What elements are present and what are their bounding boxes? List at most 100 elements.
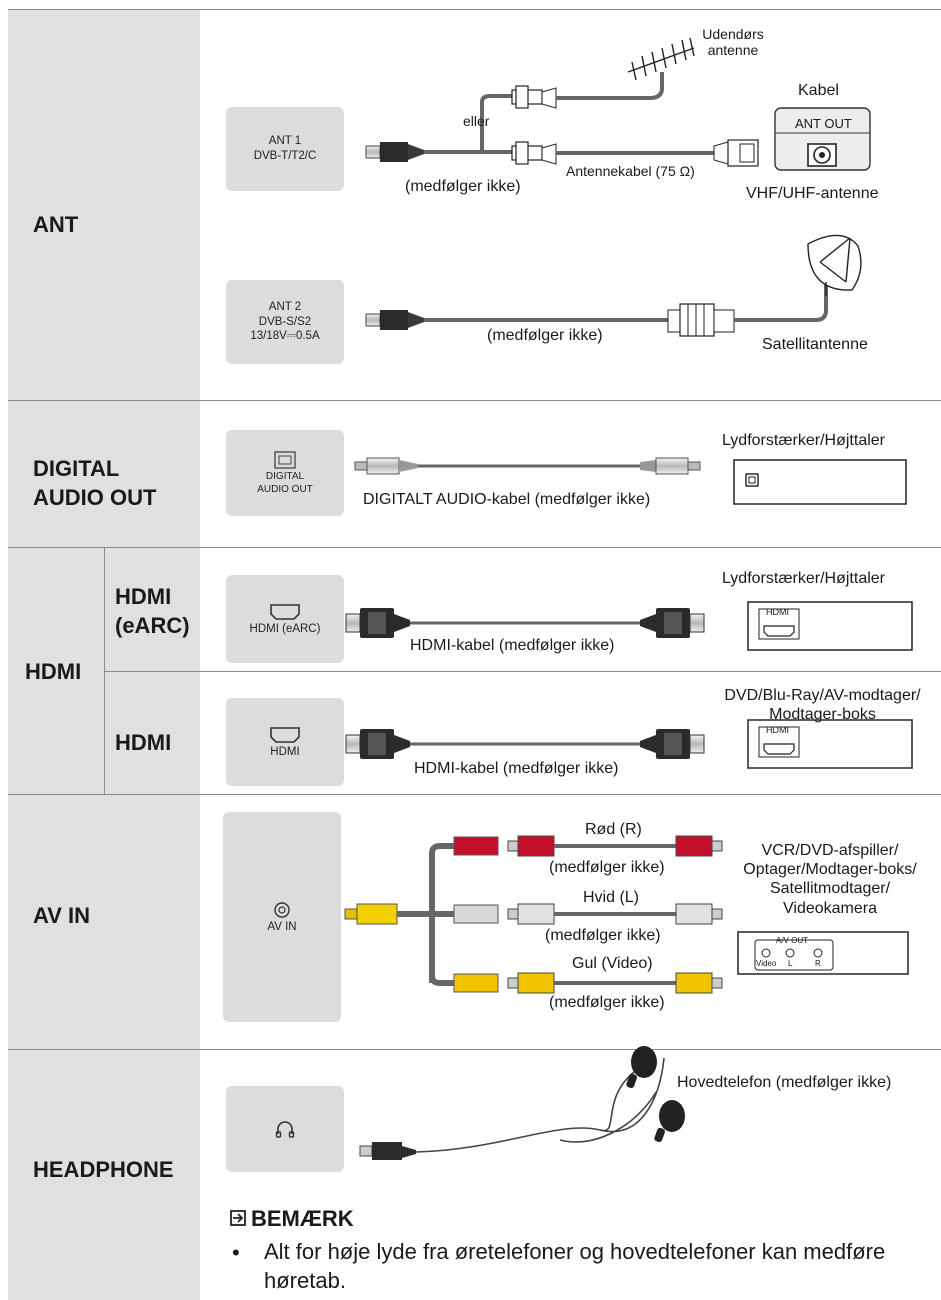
divider [8,400,941,401]
optical-cable [354,457,701,475]
divider [8,9,941,10]
port-line: 13/18V⎓0.5A [250,330,320,343]
section-digital-audio-label: DIGITAL AUDIO OUT [33,455,156,512]
label-line: AUDIO OUT [33,484,157,510]
left-jack-label: L [788,959,793,968]
ant2-cable [365,284,828,337]
outdoor-antenna-label: Udendørs antenne [688,26,778,58]
ant-out-label: ANT OUT [795,116,852,131]
label-line: antenne [707,42,759,59]
device-label: DVD/Blu-Ray/AV-modtager/ Modtager-boks [704,686,941,724]
cable-label: DIGITALT AUDIO-kabel (medfølger ikke) [363,491,651,508]
headphone-cable [359,1057,665,1160]
amplifier-device [733,459,907,505]
label-line: Videokamera [783,899,877,917]
device-port-label: HDMI [766,607,789,617]
device-port-label: HDMI [766,725,789,735]
hdmi-port-icon [270,726,300,743]
divider [104,547,105,794]
label-line: Optager/Modtager-boks/ [743,861,917,879]
cable-wall-plate [774,107,871,171]
divider [8,547,941,548]
not-included-label: (medfølger ikke) [405,178,521,195]
section-headphone-label: HEADPHONE [33,1157,174,1182]
ant2-port-box: ANT 2 DVB-S/S2 13/18V⎓0.5A [226,280,344,364]
ant1-port-box: ANT 1 DVB-T/T2/C [226,107,344,191]
note-bullet: • [232,1240,240,1265]
port-line: AV IN [267,920,297,933]
hdmi-earc-device [747,601,913,651]
av-splitter-cable [344,836,499,993]
rca-yellow-cable [507,972,723,994]
port-line: HDMI (eARC) [249,622,321,635]
device-label: Lydforstærker/Højttaler [722,570,885,587]
label-line: Udendørs [702,26,764,42]
port-line: AUDIO OUT [257,484,313,495]
divider [104,671,941,672]
hdmi-cable [345,729,705,759]
av-in-port-box: AV IN [223,812,341,1022]
label-line: Modtager-boks [769,706,876,724]
hdmi-earc-cable [345,608,705,638]
label-line: Satellitmodtager/ [769,880,891,898]
port-line: ANT 1 [268,135,302,148]
label-line: DVD/Blu-Ray/AV-modtager/ [724,687,921,704]
hdmi-earc-port-box: HDMI (eARC) [226,575,344,663]
not-included-label: (medfølger ikke) [487,327,603,344]
optical-port-icon [274,451,296,469]
satellite-dish-icon [807,234,862,296]
hdmi-device [747,719,913,769]
label-line: VCR/DVD-afspiller/ [761,842,899,859]
not-included-label: (medfølger ikke) [545,927,661,944]
video-jack-label: Video [756,959,777,968]
rca-white-cable [507,903,723,925]
note-icon [230,1210,246,1226]
section-ant-label: ANT [33,212,79,237]
port-line: DIGITAL [265,471,305,482]
hdmi-port-box: HDMI [226,698,344,786]
device-label: VCR/DVD-afspiller/ Optager/Modtager-boks… [722,841,938,918]
section-hdmi-earc-label: HDMI (eARC) [115,583,190,640]
red-cable-label: Rød (R) [585,821,642,838]
cable-label: Kabel [798,82,839,99]
headphone-label: Hovedtelefon (medfølger ikke) [677,1074,892,1091]
white-cable-label: Hvid (L) [583,889,640,906]
antenna-cable-label: Antennekabel (75 Ω) [566,163,695,179]
divider [8,794,941,795]
label-line: HDMI [115,584,172,609]
label-line: DIGITAL [33,456,120,481]
vhf-uhf-label: VHF/UHF-antenne [746,185,879,202]
digital-audio-port-box: DIGITAL AUDIO OUT [226,430,344,516]
hdmi-port-icon [270,603,300,620]
cable-label: HDMI-kabel (medfølger ikke) [410,637,615,654]
label-line: (eARC) [115,612,190,638]
port-line: ANT 2 [268,300,302,313]
note-title: BEMÆRK [251,1206,354,1231]
note-text: Alt for høje lyde fra øretelefoner og ho… [264,1239,886,1293]
ant1-cable [365,72,759,167]
port-line: HDMI [270,745,300,758]
device-label: Lydforstærker/Højttaler [722,432,885,449]
yellow-cable-label: Gul (Video) [572,955,653,972]
headphone-jack-icon [275,1121,295,1138]
rca-jack-icon [274,901,290,918]
rca-red-cable [507,835,723,857]
not-included-label: (medfølger ikke) [549,859,665,876]
outdoor-antenna-icon [627,37,695,81]
port-line: DVB-S/S2 [258,315,312,328]
port-line: DVB-T/T2/C [253,150,317,162]
right-jack-label: R [815,959,821,968]
section-hdmi-sub-label: HDMI [115,730,172,755]
not-included-label: (medfølger ikke) [549,994,665,1011]
divider [8,1049,941,1050]
av-device [737,931,909,975]
section-av-in-label: AV IN [33,903,91,928]
av-out-label: A/V OUT [776,936,809,945]
earbud-icon [626,1046,685,1143]
satellite-label: Satellitantenne [762,336,868,353]
cable-label: HDMI-kabel (medfølger ikke) [414,760,619,777]
section-hdmi-label: HDMI [25,659,82,684]
or-label: eller [463,113,490,129]
headphone-port-box [226,1086,344,1172]
